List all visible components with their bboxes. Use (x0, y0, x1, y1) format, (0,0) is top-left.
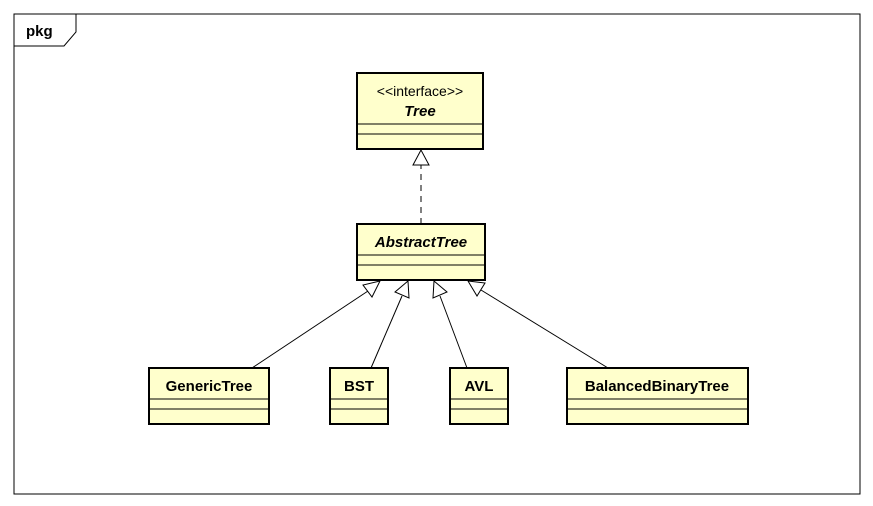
generalization-generictree-arrowhead (362, 280, 381, 298)
class-tree[interactable]: <<interface>> Tree (356, 72, 484, 150)
package-tab (13, 13, 77, 47)
class-abstracttree-name: AbstractTree (374, 234, 467, 251)
generalization-balancedbinarytree (480, 289, 609, 369)
class-balancedbinarytree[interactable]: BalancedBinaryTree (566, 367, 749, 425)
class-bst-box (329, 367, 389, 425)
package-label: pkg (26, 23, 53, 40)
class-generictree-name: GenericTree (166, 378, 253, 395)
class-avl-name: AVL (465, 378, 494, 395)
generalization-avl (439, 295, 468, 369)
class-abstracttree[interactable]: AbstractTree (356, 223, 486, 281)
generalization-bst (370, 295, 403, 369)
realization-arrowhead (412, 148, 430, 166)
class-balancedbinarytree-name: BalancedBinaryTree (585, 378, 729, 395)
class-generictree-box (148, 367, 270, 425)
class-balancedbinarytree-box (566, 367, 749, 425)
class-avl-box (449, 367, 509, 425)
generalization-balancedbinarytree-arrowhead (467, 280, 486, 297)
class-tree-name: Tree (404, 103, 435, 120)
class-generictree[interactable]: GenericTree (148, 367, 270, 425)
class-bst[interactable]: BST (329, 367, 389, 425)
generalization-generictree (251, 290, 369, 369)
relations (251, 148, 609, 369)
class-tree-stereotype: <<interface>> (377, 83, 463, 99)
class-avl[interactable]: AVL (449, 367, 509, 425)
class-tree-box (356, 72, 484, 150)
class-bst-name: BST (344, 378, 374, 395)
generalization-bst-arrowhead (394, 279, 410, 299)
class-abstracttree-box (356, 223, 486, 281)
generalization-avl-arrowhead (432, 279, 448, 299)
